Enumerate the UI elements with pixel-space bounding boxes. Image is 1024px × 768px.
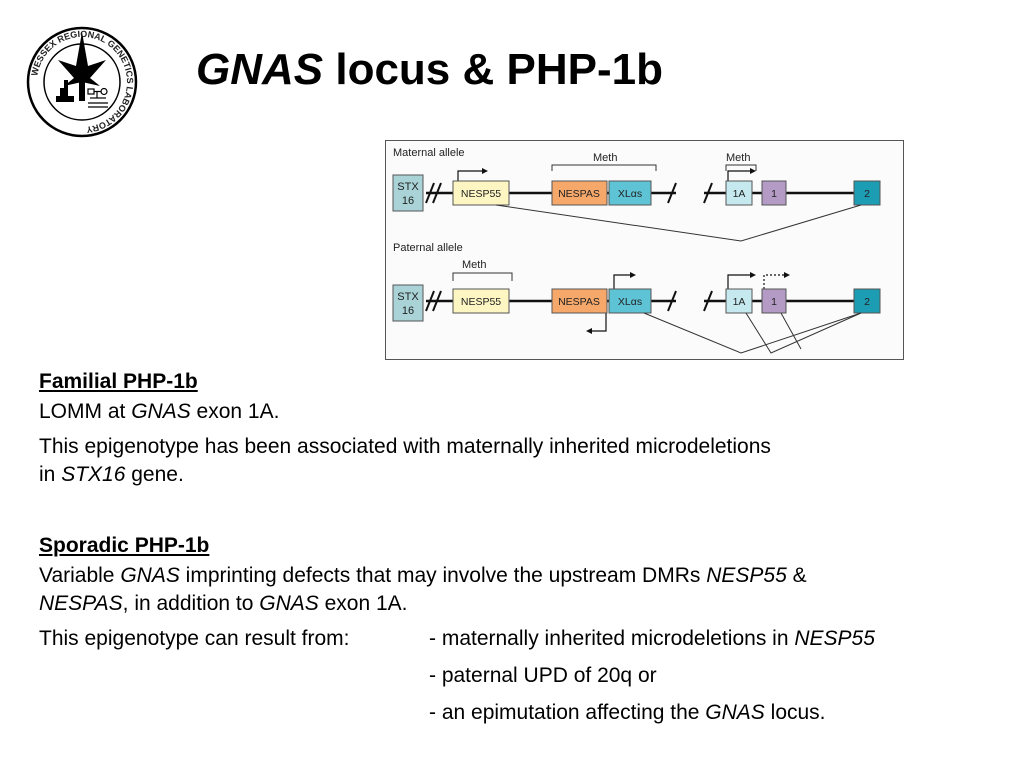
sporadic-heading: Sporadic PHP-1b (39, 534, 210, 557)
maternal-allele-label: Maternal allele (393, 147, 465, 159)
cause-item-1: - maternally inherited microdeletions in… (429, 627, 875, 650)
familial-heading: Familial PHP-1b (39, 370, 198, 393)
paternal-2-label: 2 (864, 296, 870, 308)
gnas-locus-diagram: Maternal allele Meth Meth STX 16 NESP55 … (385, 140, 904, 360)
paternal-1-label: 1 (771, 296, 777, 308)
maternal-stx16-label-2: 16 (402, 195, 414, 207)
maternal-1a-label: 1A (733, 188, 746, 200)
cause-item-3: - an epimutation affecting the GNAS locu… (429, 701, 826, 724)
sporadic-causes-label: This epigenotype can result from: (39, 627, 350, 650)
maternal-2-label: 2 (864, 188, 870, 200)
maternal-1-label: 1 (771, 188, 777, 200)
sporadic-causes-list: - maternally inherited microdeletions in… (429, 625, 999, 736)
paternal-1a-label: 1A (733, 296, 746, 308)
familial-line-1: LOMM at GNAS exon 1A. (39, 400, 280, 423)
paternal-stx16-label-1: STX (397, 291, 419, 303)
maternal-nespas-label: NESPAS (558, 188, 600, 200)
sporadic-paragraph-1: Variable GNAS imprinting defects that ma… (39, 564, 807, 615)
maternal-meth-label-1: Meth (593, 152, 617, 164)
title-gene-name: GNAS (196, 45, 324, 94)
sporadic-causes: This epigenotype can result from: - mate… (39, 625, 999, 736)
maternal-meth-label-2: Meth (726, 152, 750, 164)
maternal-xlas-label: XLαs (618, 188, 642, 200)
paternal-stx16-label-2: 16 (402, 305, 414, 317)
cause-item-2: - paternal UPD of 20q or (429, 664, 657, 687)
title-rest: locus & PHP-1b (323, 45, 663, 94)
paternal-nespas-label: NESPAS (558, 296, 600, 308)
page-title: GNAS locus & PHP-1b (196, 42, 663, 98)
slide-body: Familial PHP-1b LOMM at GNAS exon 1A. Th… (39, 368, 999, 736)
familial-line-2: This epigenotype has been associated wit… (39, 435, 771, 486)
maternal-nesp55-label: NESP55 (461, 188, 501, 200)
paternal-nesp55-label: NESP55 (461, 296, 501, 308)
maternal-stx16-label-1: STX (397, 181, 419, 193)
paternal-xlas-label: XLαs (618, 296, 642, 308)
paternal-allele-label: Paternal allele (393, 242, 463, 254)
wessex-genetics-logo: WESSEX REGIONAL GENETICS LABORATORY (26, 26, 138, 138)
paternal-meth-label: Meth (462, 259, 486, 271)
